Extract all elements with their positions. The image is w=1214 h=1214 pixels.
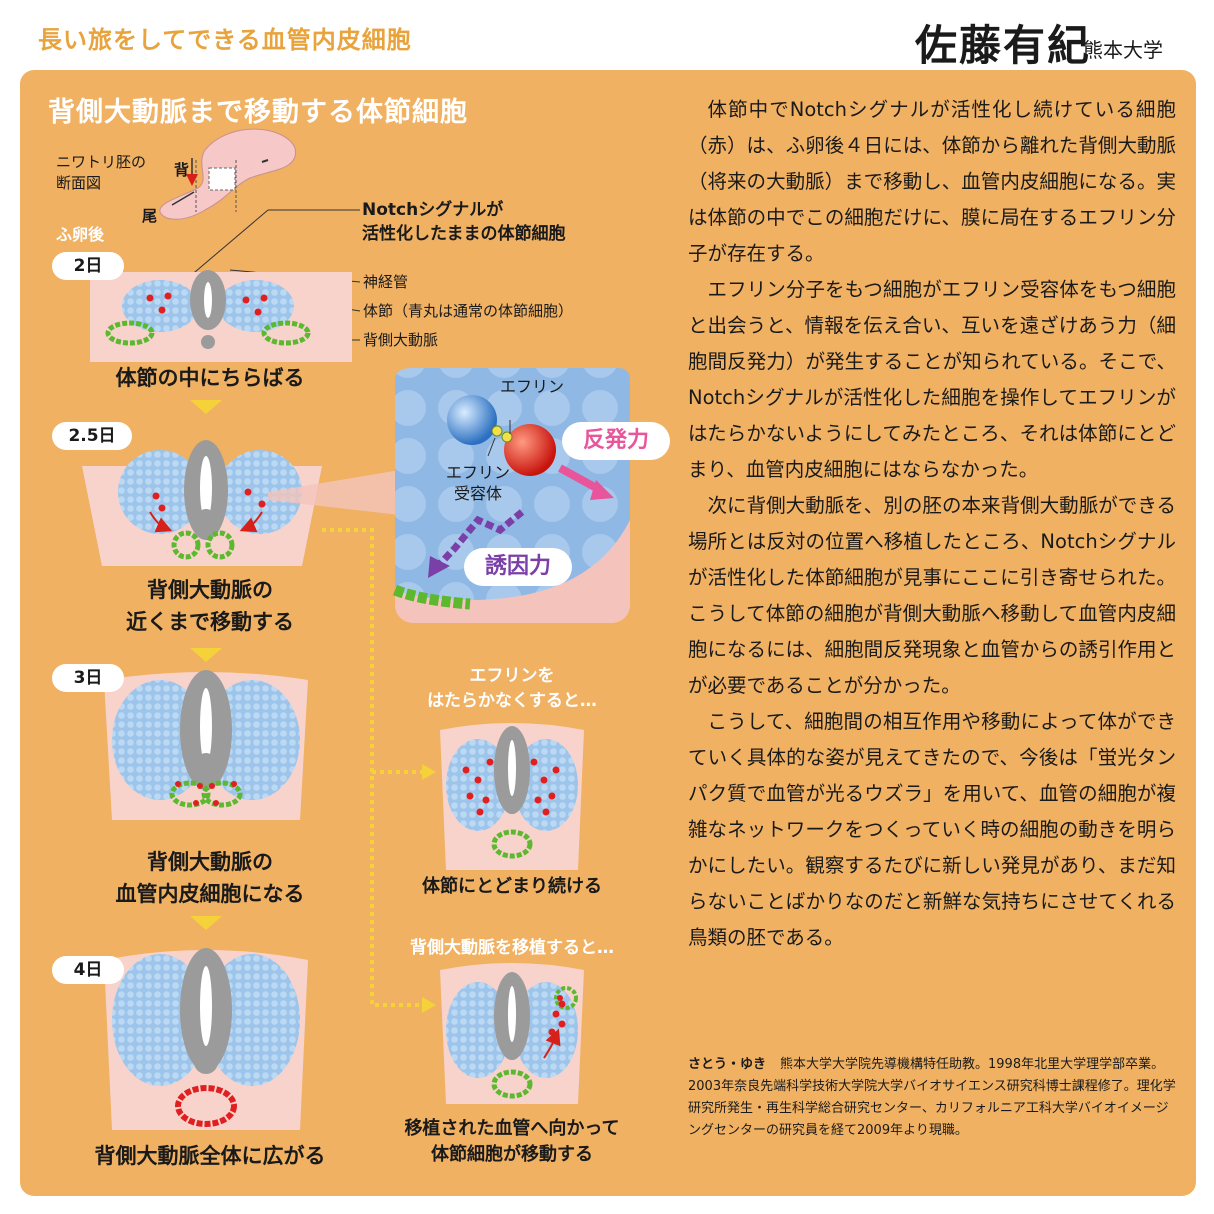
header-title: 長い旅をしてできる血管内皮細胞 (38, 26, 412, 54)
somite-label: 体節（青丸は通常の体節細胞） (363, 302, 574, 320)
author-bio: さとう・ゆき熊本大学大学院先導機構特任助教。1998年北里大学理学部卒業。200… (688, 1054, 1176, 1142)
author-name: 佐藤有紀 (915, 21, 1092, 70)
repulsion-label: 反発力 (562, 422, 670, 460)
aorta-label: 背側大動脈 (363, 331, 439, 349)
axis-tail-label: 尾 (142, 207, 158, 225)
notch-label: Notchシグナルが活性化したままの体節細胞 (362, 200, 566, 244)
day-badge-3: 3日 (52, 664, 124, 692)
inset-receptor-label: エフリン受容体 (445, 463, 510, 503)
day2-section (90, 270, 352, 362)
exp2-title: 背側大動脈を移植すると… (410, 938, 614, 958)
inset-ephrin-label: エフリン (500, 377, 565, 396)
exp2-section (440, 963, 584, 1104)
article-paragraph: エフリン分子をもつ細胞がエフリン受容体をもつ細胞と出会うと、情報を伝え合い、互い… (688, 278, 1176, 481)
axis-back-label: 背 (174, 161, 190, 179)
day3-section (104, 670, 308, 820)
day-badge-25: 2.5日 (52, 422, 132, 450)
after-hatch-label: ふ卵後 (56, 225, 105, 244)
caption-day4: 背側大動脈全体に広がる (94, 1144, 326, 1168)
exp1-caption: 体節にとどまり続ける (422, 876, 602, 897)
article-paragraph: 体節中でNotchシグナルが活性化し続けている細胞（赤）は、ふ卵後４日には、体節… (688, 98, 1176, 265)
figure-title: 背側大動脈まで移動する体節細胞 (48, 97, 468, 128)
bio-text: 熊本大学大学院先導機構特任助教。1998年北里大学理学部卒業。2003年奈良先端… (688, 1057, 1176, 1138)
author-affiliation: 熊本大学 (1083, 38, 1163, 62)
day4-section (104, 948, 308, 1130)
article-body: 体節中でNotchシグナルが活性化し続けている細胞（赤）は、ふ卵後４日には、体節… (688, 92, 1176, 956)
caption-day25: 背側大動脈の近くまで移動する (126, 578, 294, 634)
exp1-section (440, 723, 584, 870)
article-paragraph: こうして、細胞間の相互作用や移動によって体ができていく具体的な姿が見えてきたので… (688, 710, 1176, 949)
day-badge-4: 4日 (52, 956, 124, 984)
article-paragraph: 次に背側大動脈を、別の胚の本来背側大動脈ができる場所とは反対の位置へ移植したとこ… (688, 494, 1176, 697)
embryo-label: ニワトリ胚の断面図 (56, 153, 147, 192)
bio-name: さとう・ゆき (688, 1057, 767, 1072)
exp2-caption: 移植された血管へ向かって体節細胞が移動する (404, 1118, 620, 1165)
caption-day3: 背側大動脈の血管内皮細胞になる (115, 850, 305, 906)
caption-day2: 体節の中にちらばる (115, 366, 305, 390)
exp1-title: エフリンをはたらかなくすると… (427, 666, 597, 711)
attraction-label: 誘因力 (464, 548, 572, 586)
neural-tube-label: 神経管 (363, 273, 409, 291)
day25-section (82, 440, 400, 566)
day-badge-2: 2日 (52, 252, 124, 280)
embryo-sketch (159, 128, 296, 220)
